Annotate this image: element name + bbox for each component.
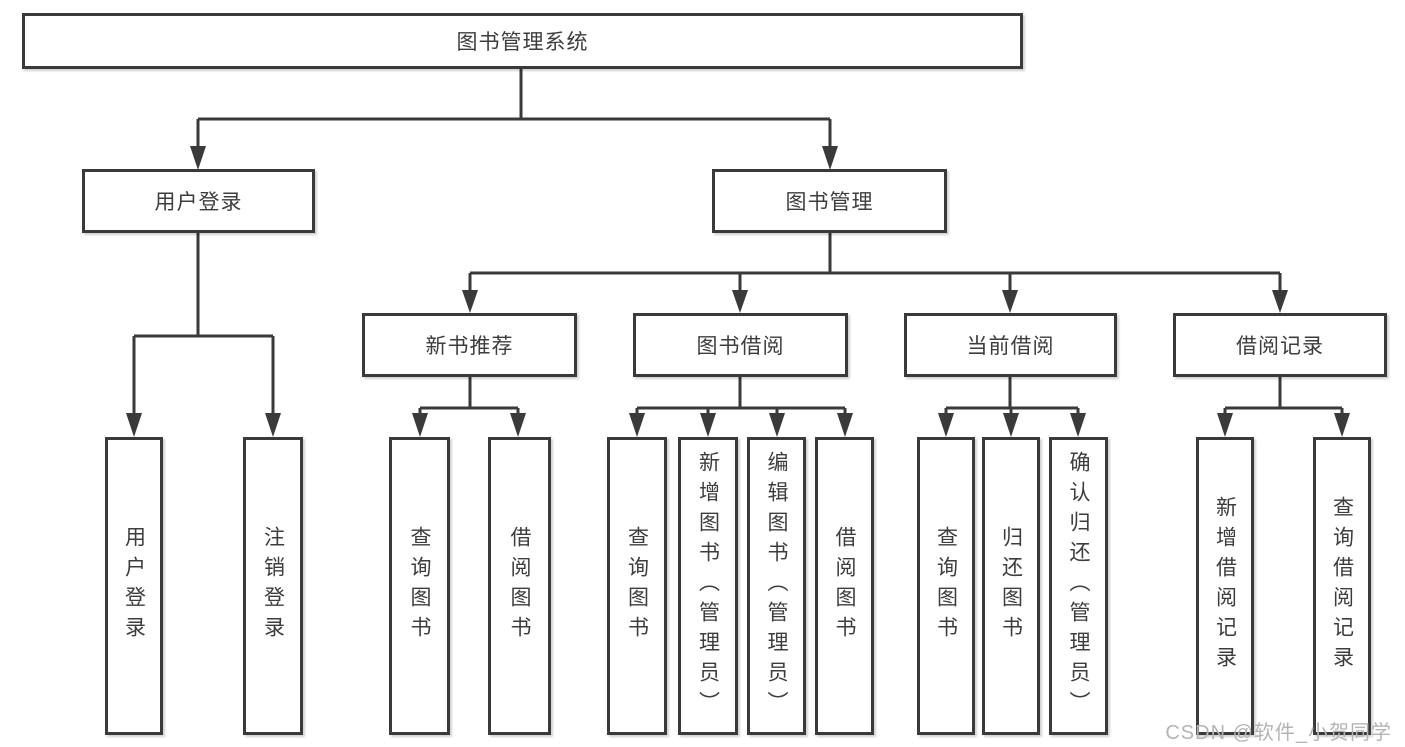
leaf-borrow-edit-book-label: 编辑图书（管理员） bbox=[765, 451, 788, 721]
leaf-borrow-query-book-label: 查询图书 bbox=[625, 526, 649, 646]
leaf-logout-label: 注销登录 bbox=[261, 526, 285, 646]
arrowhead-icon bbox=[462, 290, 478, 313]
leaf-borrow-add-book: 新增图书（管理员） bbox=[678, 437, 738, 735]
arrowhead-icon bbox=[700, 413, 716, 437]
connector-currentborrow-to-children bbox=[944, 377, 1080, 415]
leaf-user-login: 用户登录 bbox=[105, 437, 163, 735]
node-user-login-label: 用户登录 bbox=[154, 191, 243, 214]
csdn-watermark: CSDN @软件_小贺同学 bbox=[1165, 722, 1392, 744]
leaf-record-query-record-label: 查询借阅记录 bbox=[1330, 496, 1354, 676]
arrowhead-icon bbox=[510, 413, 526, 437]
leaf-borrow-edit-book: 编辑图书（管理员） bbox=[747, 437, 806, 735]
arrowhead-icon bbox=[822, 146, 838, 170]
leaf-recommend-query-book-label: 查询图书 bbox=[408, 526, 431, 646]
node-book-borrow-label: 图书借阅 bbox=[696, 335, 785, 358]
leaf-recommend-query-book: 查询图书 bbox=[389, 437, 450, 735]
arrowhead-icon bbox=[629, 413, 645, 437]
connector-borrowrecord-to-children bbox=[1223, 377, 1344, 415]
arrowhead-icon bbox=[732, 290, 748, 313]
leaf-recommend-borrow-book: 借阅图书 bbox=[488, 437, 551, 735]
leaf-current-query-book: 查询图书 bbox=[917, 437, 975, 735]
node-borrow-record: 借阅记录 bbox=[1173, 313, 1387, 377]
arrowhead-icon bbox=[769, 413, 785, 437]
leaf-record-add-record: 新增借阅记录 bbox=[1196, 437, 1254, 735]
arrowhead-icon bbox=[837, 413, 853, 437]
leaf-borrow-query-book: 查询图书 bbox=[607, 437, 667, 735]
leaf-current-return-book: 归还图书 bbox=[982, 437, 1040, 735]
node-current-borrow-label: 当前借阅 bbox=[966, 335, 1055, 358]
arrowhead-icon bbox=[1334, 413, 1350, 437]
leaf-current-confirm-return-label: 确认归还（管理员） bbox=[1067, 451, 1090, 721]
leaf-record-query-record: 查询借阅记录 bbox=[1313, 437, 1371, 735]
arrowhead-icon bbox=[1217, 413, 1233, 437]
node-current-borrow: 当前借阅 bbox=[904, 313, 1117, 377]
arrowhead-icon bbox=[1070, 413, 1086, 437]
leaf-record-add-record-label: 新增借阅记录 bbox=[1213, 496, 1237, 676]
arrowhead-icon bbox=[190, 146, 206, 170]
arrowhead-icon bbox=[1003, 413, 1019, 437]
arrowhead-icon bbox=[1002, 290, 1018, 313]
connector-bookborrow-to-children bbox=[635, 377, 847, 415]
arrowhead-icon bbox=[265, 413, 281, 437]
connector-newbookrec-to-children bbox=[418, 377, 520, 415]
node-root-label: 图书管理系统 bbox=[456, 31, 589, 54]
leaf-current-query-book-label: 查询图书 bbox=[934, 526, 958, 646]
node-book-borrow: 图书借阅 bbox=[633, 313, 848, 377]
leaf-user-login-label: 用户登录 bbox=[122, 526, 146, 646]
arrowhead-icon bbox=[938, 413, 954, 437]
node-root: 图书管理系统 bbox=[22, 13, 1023, 69]
connector-bookmgmt-to-children bbox=[468, 233, 1282, 293]
leaf-borrow-borrow-book-label: 借阅图书 bbox=[833, 526, 856, 646]
leaf-logout: 注销登录 bbox=[243, 437, 303, 735]
node-book-management: 图书管理 bbox=[712, 169, 947, 233]
node-borrow-record-label: 借阅记录 bbox=[1236, 335, 1324, 358]
arrowhead-icon bbox=[1272, 290, 1288, 313]
connector-userlogin-to-children bbox=[132, 233, 275, 415]
node-new-book-recommend-label: 新书推荐 bbox=[425, 335, 514, 358]
arrowhead-icon bbox=[412, 413, 428, 437]
node-book-management-label: 图书管理 bbox=[785, 191, 874, 214]
leaf-borrow-borrow-book: 借阅图书 bbox=[815, 437, 874, 735]
leaf-current-return-book-label: 归还图书 bbox=[999, 526, 1023, 646]
node-user-login: 用户登录 bbox=[82, 169, 315, 233]
leaf-borrow-add-book-label: 新增图书（管理员） bbox=[696, 451, 720, 721]
leaf-current-confirm-return: 确认归还（管理员） bbox=[1049, 437, 1108, 735]
node-new-book-recommend: 新书推荐 bbox=[362, 313, 577, 377]
leaf-recommend-borrow-book-label: 借阅图书 bbox=[508, 526, 531, 646]
arrowhead-icon bbox=[126, 413, 142, 437]
connector-root-to-level2 bbox=[196, 69, 832, 150]
